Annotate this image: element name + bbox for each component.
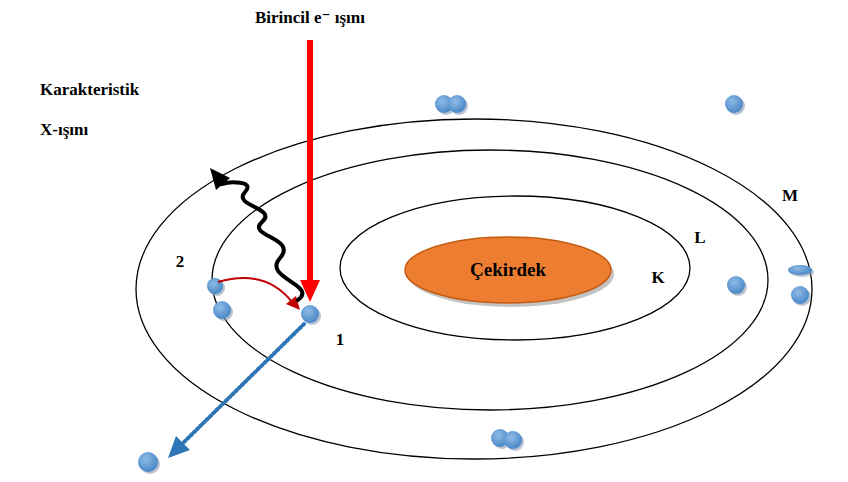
primary-beam (307, 40, 313, 282)
transition-arrow (218, 278, 292, 302)
callout-number: 1 (336, 330, 345, 350)
m-shell (136, 119, 812, 459)
l-shell (212, 150, 768, 410)
ejected-path (180, 324, 304, 446)
shell-letter: K (651, 268, 664, 288)
xray-arrowhead (210, 168, 230, 190)
primary-beam-arrowhead (300, 280, 320, 302)
nucleus-label: Çekirdek (470, 259, 546, 281)
xray-label: Karakteristik X-ışını (40, 70, 158, 150)
shell-letter: M (782, 186, 798, 206)
shell-letter: L (694, 228, 705, 248)
electrons (138, 95, 814, 474)
ejected-arrowhead (168, 436, 190, 458)
beam-label: Birincil e⁻ ışını (255, 8, 365, 28)
xray-wave (222, 182, 302, 300)
callout-number: 2 (176, 252, 185, 272)
k-shell (340, 196, 690, 340)
nucleus-ellipse: Çekirdek (403, 235, 613, 305)
